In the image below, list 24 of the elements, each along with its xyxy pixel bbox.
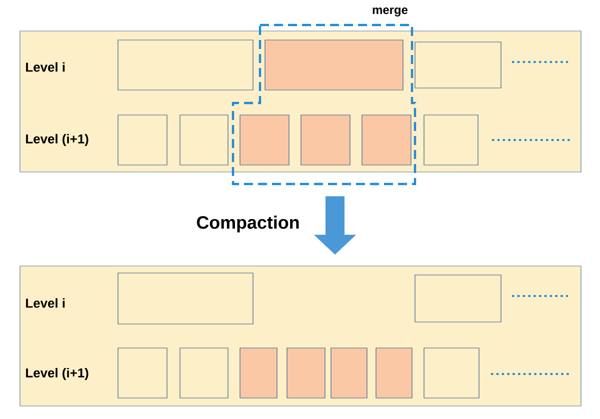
block-box [180,114,228,166]
block-box [118,348,168,398]
block-box [330,348,368,398]
block-box [286,348,326,398]
block-box [264,40,404,90]
block-box [180,348,228,398]
edge-label: Compaction [196,216,299,232]
block-box [424,348,480,398]
block-box [300,114,350,166]
block-box [118,40,254,90]
block-box [414,274,502,322]
block-box [118,272,254,324]
merge-label: merge [372,8,408,16]
block-box [362,114,412,166]
block-box [240,348,278,398]
block-box [376,348,412,398]
level-label: Level i [26,62,65,72]
level-label: Level i [26,298,65,308]
block-box [414,42,502,88]
block-box [240,114,290,166]
block-box [118,114,168,166]
level-label: Level (i+1) [26,368,88,380]
level-label: Level (i+1) [26,134,88,146]
block-box [424,114,478,166]
